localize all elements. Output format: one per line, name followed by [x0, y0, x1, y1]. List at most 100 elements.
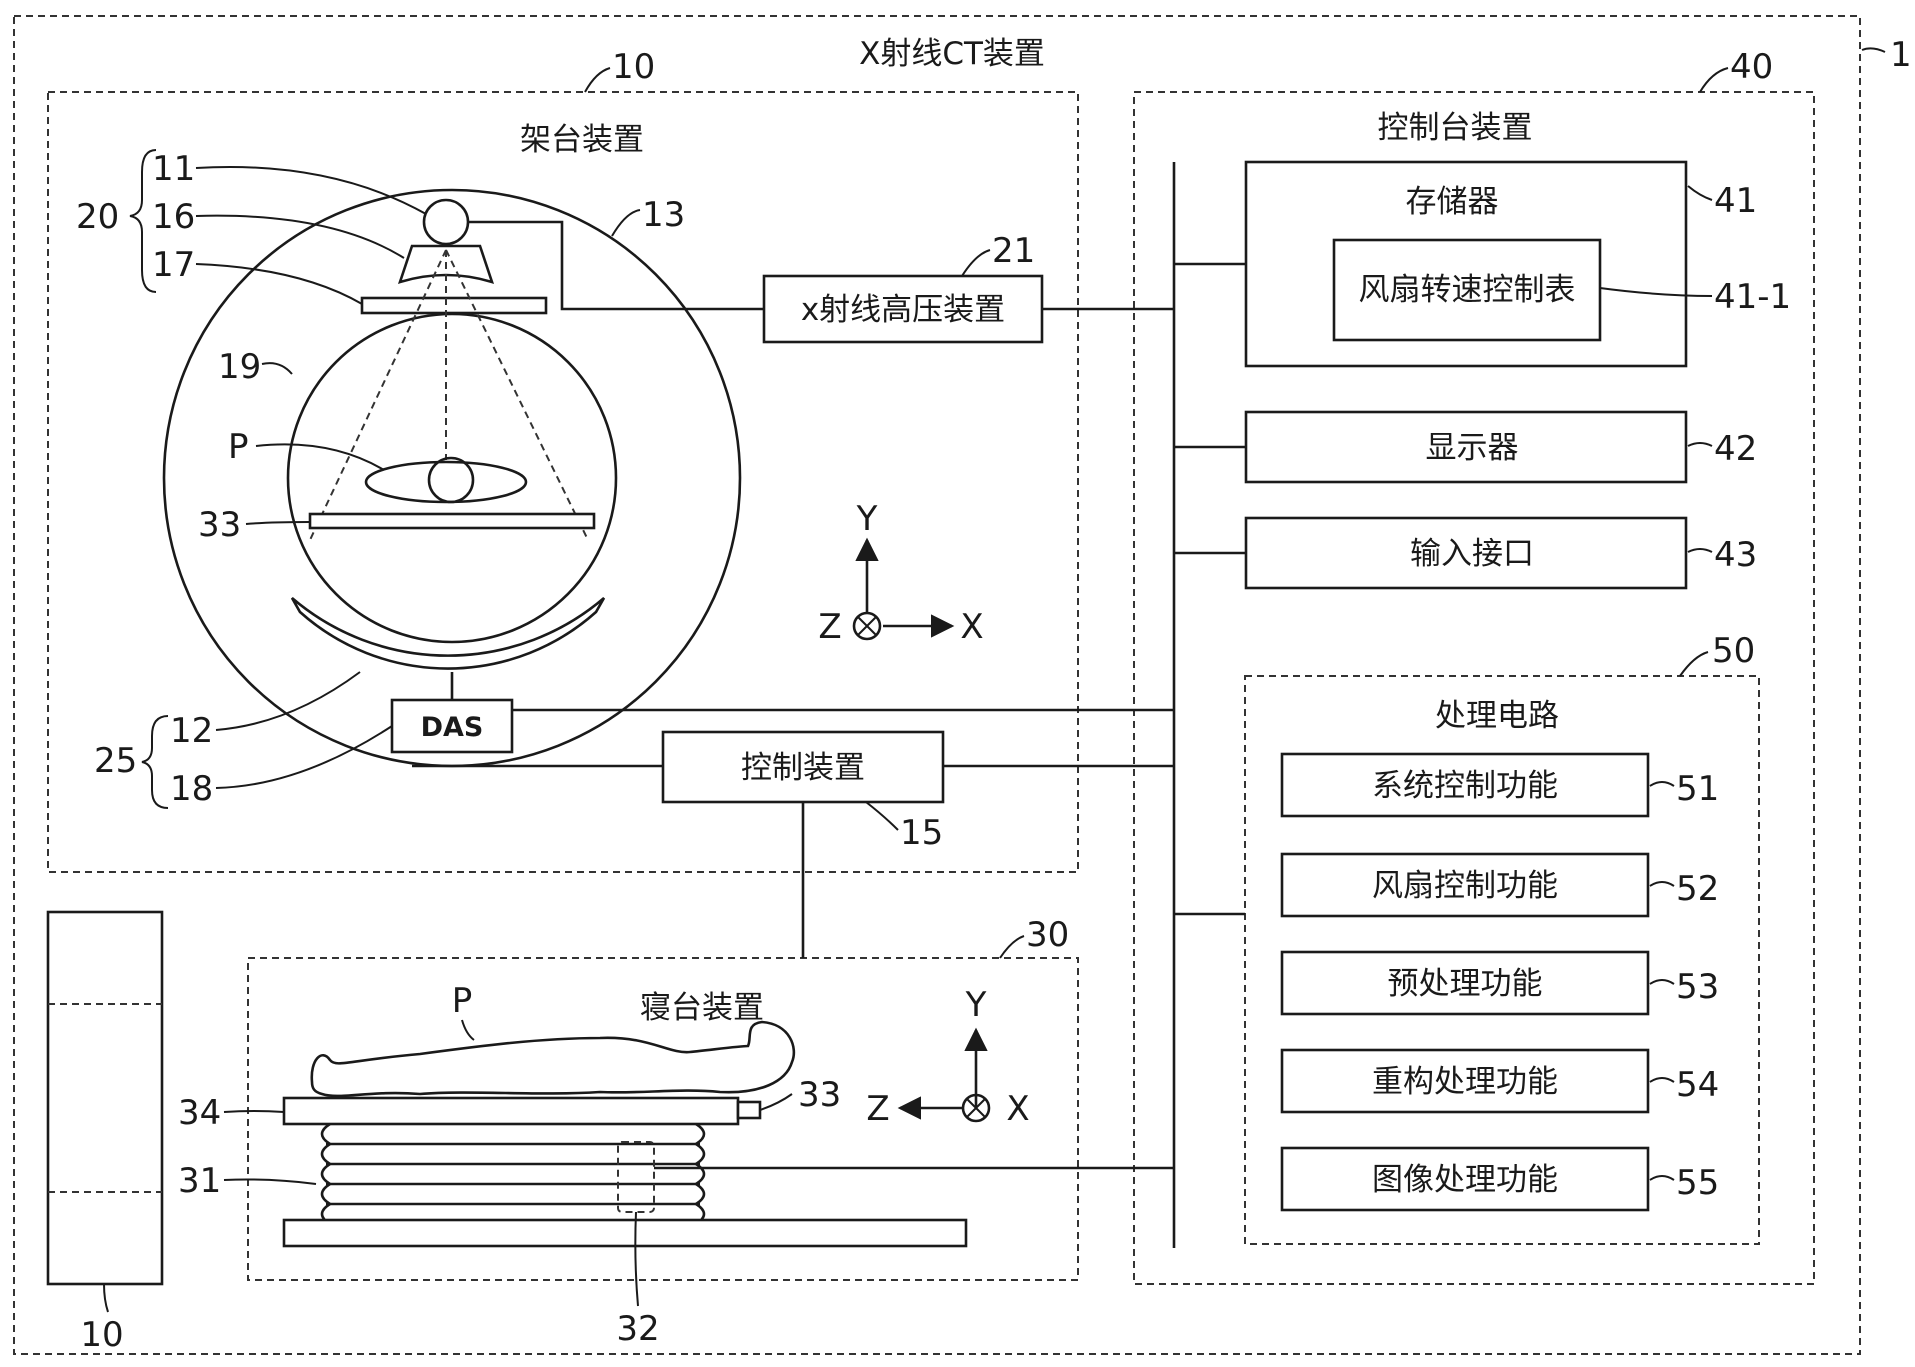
gantry-side-view: [46, 910, 164, 1286]
leader-12: [215, 671, 361, 731]
processing-title: 处理电路: [1435, 698, 1559, 734]
ref-25: 25: [94, 741, 137, 781]
leader-41: [1687, 185, 1713, 201]
axis-y-label-couch: Y: [965, 985, 987, 1025]
leader-51: [1649, 781, 1675, 787]
leader-p-couch: [461, 1019, 475, 1041]
func-image-label: 图像处理功能: [1372, 1162, 1558, 1198]
input-label: 输入接口: [1410, 536, 1534, 572]
p-label-couch: P: [452, 981, 473, 1021]
leader-15: [865, 801, 899, 831]
patient-body: [310, 1020, 796, 1098]
patient-cross-section: [364, 460, 528, 504]
leader-10-side: [103, 1283, 109, 1313]
input-box: [1244, 516, 1688, 590]
ref-19: 19: [218, 347, 261, 387]
brace-20: [129, 149, 157, 293]
ref-13: 13: [642, 195, 685, 235]
axis-x-label-gantry: X: [960, 607, 983, 647]
couch-bellows: [320, 1122, 706, 1226]
ref-11: 11: [152, 149, 195, 189]
ref-20: 20: [76, 197, 119, 237]
ref-10-gantry: 10: [612, 47, 655, 87]
ref-41: 41: [1714, 181, 1757, 221]
leader-53: [1649, 979, 1675, 985]
ref-1: 1: [1890, 35, 1912, 75]
gantry-title: 架台装置: [520, 122, 644, 158]
leader-33-gantry: [245, 521, 311, 525]
console-frame: [1133, 91, 1815, 1285]
func-fan-box: [1280, 852, 1650, 918]
fan-table-box: [1332, 238, 1602, 342]
leader-1: [1861, 47, 1886, 53]
wedge: [397, 244, 495, 284]
memory-label: 存储器: [1406, 184, 1499, 220]
ref-33-couch: 33: [798, 1075, 841, 1115]
leader-50: [1679, 651, 1709, 677]
table-top-cross-section: [308, 512, 596, 530]
ref-52: 52: [1676, 869, 1719, 909]
leader-30: [999, 935, 1025, 959]
ref-53: 53: [1676, 967, 1719, 1007]
ref-21: 21: [992, 231, 1035, 271]
func-pre-box: [1280, 950, 1650, 1016]
ref-55: 55: [1676, 1163, 1719, 1203]
axis-z-label-gantry: Z: [818, 607, 841, 647]
bore-circle: [286, 312, 618, 644]
xray-tube: [422, 198, 470, 246]
leader-42: [1687, 442, 1713, 447]
axis-x-cross-b-couch: [966, 1098, 986, 1118]
ref-40: 40: [1730, 47, 1773, 87]
display-label: 显示器: [1426, 430, 1519, 466]
func-system-box: [1280, 752, 1650, 818]
func-fan-label: 风扇控制功能: [1372, 868, 1558, 904]
gantry-frame: [47, 91, 1079, 873]
axis-y-label-gantry: Y: [856, 499, 878, 539]
ref-43: 43: [1714, 535, 1757, 575]
ref-41-1: 41-1: [1714, 277, 1791, 317]
couch-title: 寝台装置: [640, 990, 764, 1026]
leader-18: [215, 725, 393, 789]
p-label-gantry: P: [228, 427, 249, 467]
couch-frame: [247, 957, 1079, 1281]
leader-55: [1649, 1175, 1675, 1181]
func-system-label: 系统控制功能: [1372, 768, 1558, 804]
ref-15: 15: [900, 813, 943, 853]
collimator: [360, 296, 548, 315]
leader-54: [1649, 1077, 1675, 1083]
leader-43: [1687, 548, 1713, 553]
ref-18: 18: [170, 769, 213, 809]
leader-11: [195, 165, 427, 215]
ref-17: 17: [152, 245, 195, 285]
ref-50: 50: [1712, 631, 1755, 671]
axis-x-label-couch: X: [1006, 1089, 1029, 1129]
ct-apparatus-frame: [13, 15, 1861, 1355]
tube-to-hv-line: [468, 220, 764, 311]
couch-top: [282, 1096, 740, 1126]
ref-32: 32: [616, 1309, 659, 1349]
leader-19: [261, 362, 293, 375]
hv-label: x射线高压装置: [801, 292, 1005, 328]
axis-x-symbol-couch: [961, 1093, 991, 1123]
control-label: 控制装置: [741, 750, 865, 786]
ref-51: 51: [1676, 769, 1719, 809]
ref-54: 54: [1676, 1065, 1719, 1105]
leader-17: [195, 263, 363, 305]
couch-base: [282, 1218, 968, 1248]
beam-line-right: [445, 249, 589, 541]
axis-z-label-couch: Z: [866, 1089, 889, 1129]
das-label: DAS: [421, 712, 484, 743]
ref-16: 16: [152, 197, 195, 237]
brace-25: [141, 715, 169, 809]
ref-10-side: 10: [80, 1315, 123, 1355]
ref-30: 30: [1026, 915, 1069, 955]
ref-34: 34: [178, 1093, 221, 1133]
couch-driver: [617, 1141, 655, 1213]
axis-z-symbol-gantry: [852, 611, 882, 641]
ct-apparatus-title: X射线CT装置: [859, 36, 1045, 72]
leader-52: [1649, 881, 1675, 887]
fan-table-label: 风扇转速控制表: [1359, 272, 1576, 308]
leader-p-gantry: [255, 443, 385, 471]
ref-33-gantry: 33: [198, 505, 241, 545]
leader-13: [611, 209, 641, 237]
